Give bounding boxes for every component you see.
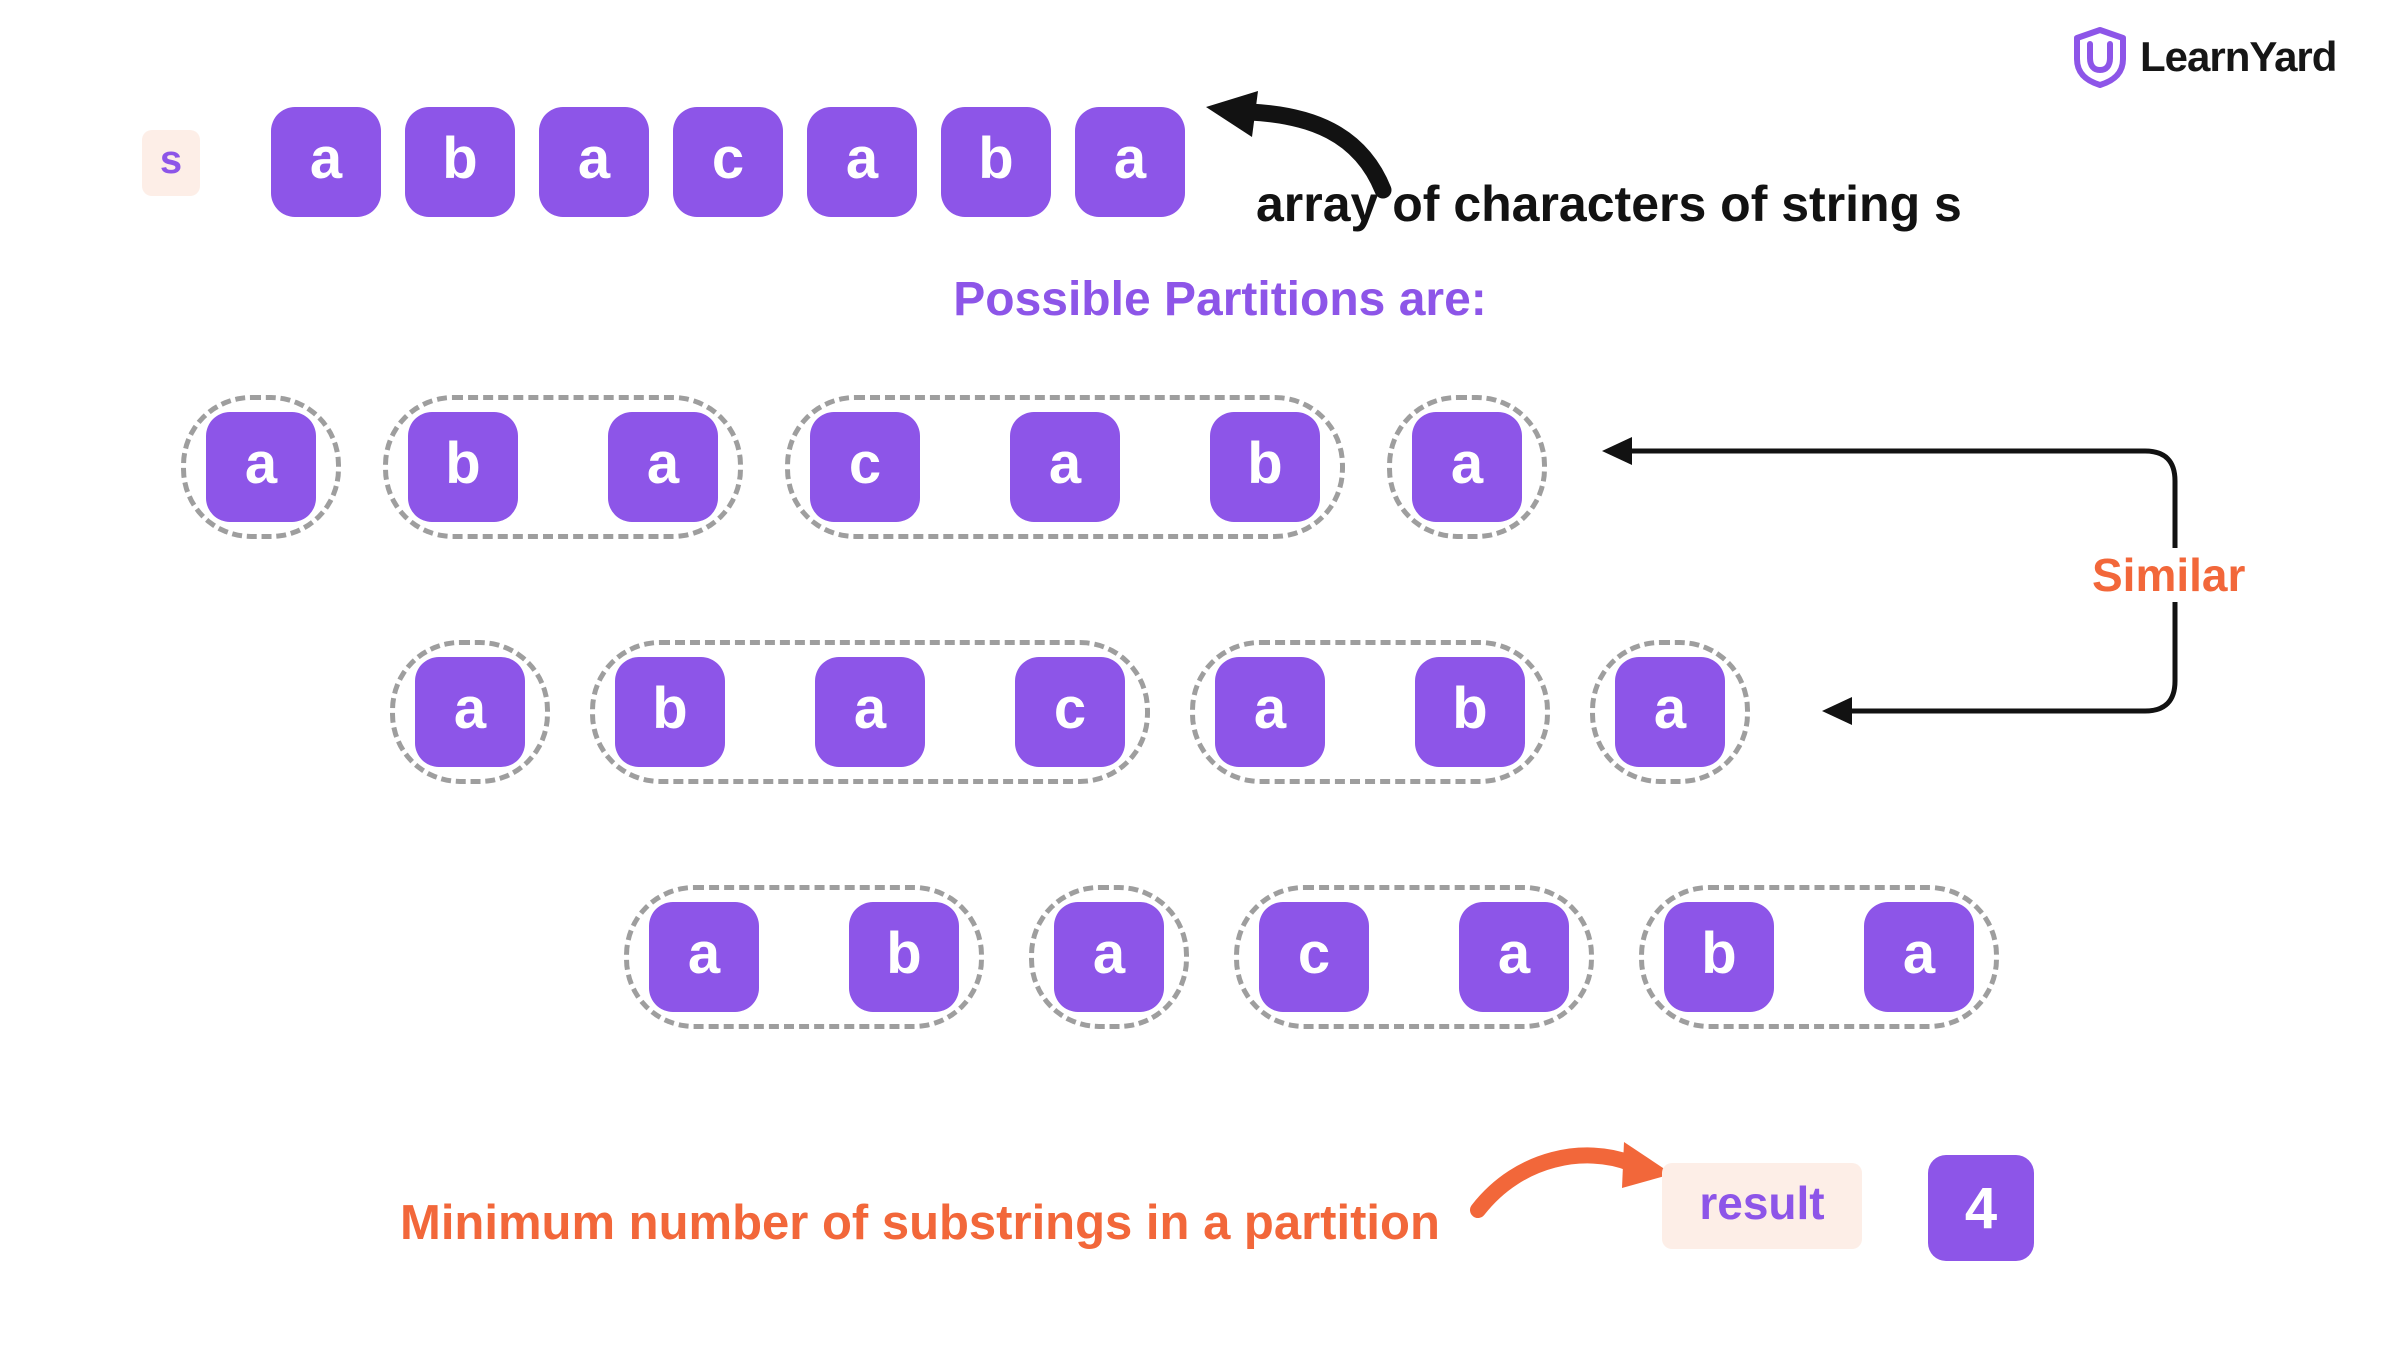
string-name: s (159, 137, 183, 182)
char-tile: b (1415, 657, 1525, 767)
char-tile: a (815, 657, 925, 767)
char-tile: a (271, 107, 381, 217)
partition-group: b a (383, 395, 743, 539)
char-tile: a (1054, 902, 1164, 1012)
char-tile: b (941, 107, 1051, 217)
partition-group: a (1590, 640, 1750, 784)
partition-group: b a c (590, 640, 1150, 784)
char-tile: b (408, 412, 518, 522)
partition-group: a (181, 395, 341, 539)
string-char-row: a b a c a b a (271, 107, 1185, 217)
result-value: 4 (1964, 1175, 1998, 1241)
partition-group: c a (1234, 885, 1594, 1029)
char-tile: a (1010, 412, 1120, 522)
char-tile: a (649, 902, 759, 1012)
partition-group: a (390, 640, 550, 784)
char-tile: a (807, 107, 917, 217)
result-arrow-icon (1470, 1142, 1672, 1218)
partition-row-2: a b a c a b a (390, 640, 1750, 784)
array-annotation-label: array of characters of string s (1256, 176, 1962, 232)
char-tile: a (206, 412, 316, 522)
brand-name: LearnYard (2140, 33, 2337, 80)
similar-label: Similar (2086, 548, 2252, 602)
partition-group: c a b (785, 395, 1345, 539)
char-tile: c (1015, 657, 1125, 767)
char-tile: a (608, 412, 718, 522)
result-badge: result (1662, 1163, 1862, 1249)
char-tile: b (849, 902, 959, 1012)
min-substrings-caption: Minimum number of substrings in a partit… (400, 1196, 1440, 1250)
char-tile: b (1664, 902, 1774, 1012)
char-tile: c (1259, 902, 1369, 1012)
char-tile: a (415, 657, 525, 767)
char-tile: c (673, 107, 783, 217)
partition-group: a b (624, 885, 984, 1029)
partition-group: a b (1190, 640, 1550, 784)
char-tile: b (405, 107, 515, 217)
result-label: result (1699, 1177, 1825, 1229)
brand-logo: LearnYard (2072, 26, 2337, 88)
partitions-heading: Possible Partitions are: (953, 273, 1487, 326)
char-tile: a (1864, 902, 1974, 1012)
char-tile: a (539, 107, 649, 217)
partition-row-1: a b a c a b a (181, 395, 1547, 539)
result-value-tile: 4 (1928, 1155, 2034, 1261)
array-annotation-arrow-icon (1206, 91, 1392, 199)
char-tile: b (615, 657, 725, 767)
partition-group: a (1029, 885, 1189, 1029)
char-tile: a (1459, 902, 1569, 1012)
partition-row-3: a b a c a b a (624, 885, 1999, 1029)
char-tile: a (1215, 657, 1325, 767)
char-tile: a (1075, 107, 1185, 217)
partition-group: b a (1639, 885, 1999, 1029)
string-name-badge: s (142, 130, 200, 196)
char-tile: a (1412, 412, 1522, 522)
char-tile: b (1210, 412, 1320, 522)
learnyard-shield-icon (2074, 27, 2126, 88)
char-tile: a (1615, 657, 1725, 767)
partition-group: a (1387, 395, 1547, 539)
char-tile: c (810, 412, 920, 522)
